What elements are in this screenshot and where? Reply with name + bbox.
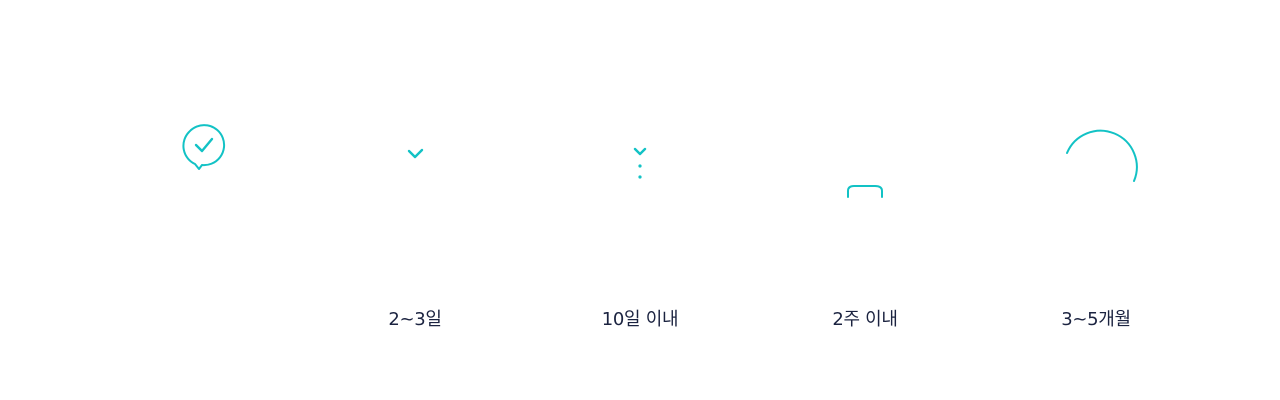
timeline-step-label: 2~3일 — [388, 309, 442, 330]
timeline-step-3: 10일 이내 — [530, 0, 750, 400]
progress-arc-icon — [1051, 110, 1141, 200]
timeline-step-4: 2주 이내 — [755, 0, 975, 400]
timeline-step-5: 3~5개월 — [986, 0, 1206, 400]
timeline-step-label: 3~5개월 — [1061, 309, 1131, 330]
timeline-step-1 — [95, 0, 315, 400]
timeline-step-label: 10일 이내 — [601, 309, 679, 330]
timeline-step-2: 2~3일 — [305, 0, 525, 400]
chat-check-icon — [160, 110, 250, 200]
check-icon — [370, 110, 460, 200]
loading-bar-icon — [820, 110, 910, 200]
timeline-step-label: 2주 이내 — [832, 309, 898, 330]
check-dots-icon — [595, 110, 685, 200]
